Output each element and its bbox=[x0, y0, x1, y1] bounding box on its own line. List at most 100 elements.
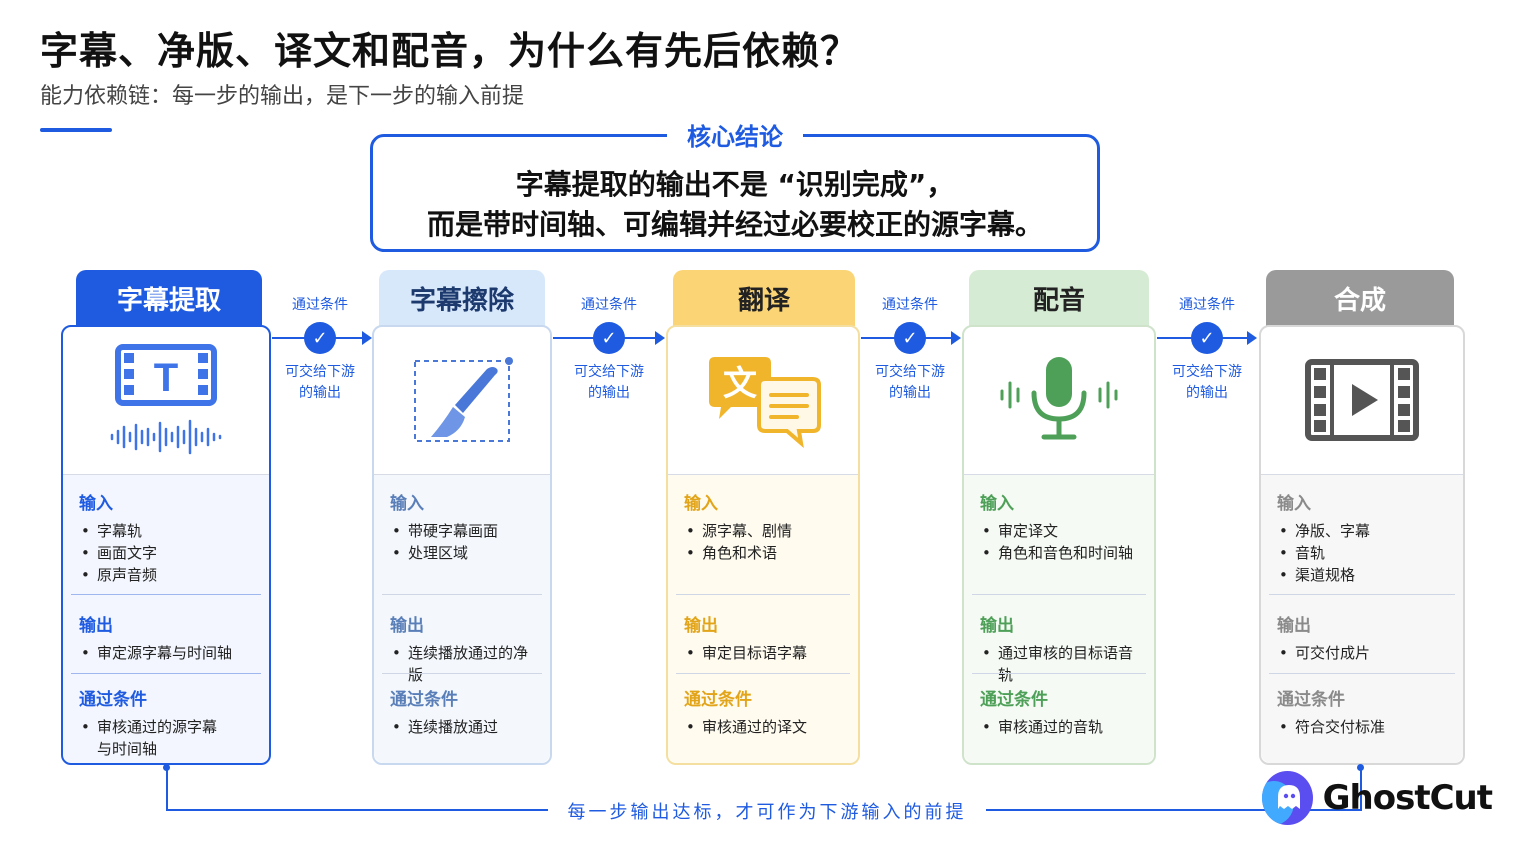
pass-label: 通过条件 bbox=[1277, 690, 1345, 710]
divider bbox=[972, 673, 1146, 674]
loop-line bbox=[166, 809, 548, 811]
list-item: 处理区域 bbox=[390, 542, 542, 564]
core-conclusion-line-1: 字幕提取的输出不是 “识别完成”， bbox=[515, 168, 955, 201]
output-section: 输出 连续播放通过的净版 bbox=[390, 611, 542, 686]
divider bbox=[676, 673, 850, 674]
connector-condition-label: 通过条件 bbox=[292, 297, 348, 313]
divider bbox=[676, 594, 850, 595]
connector-2: 通过条件 ✓ 可交给下游的输出 bbox=[559, 290, 659, 410]
translate-chat-icon: 文 bbox=[668, 327, 858, 475]
list-item: 净版、字幕 bbox=[1277, 520, 1455, 542]
connector-condition-label: 通过条件 bbox=[1179, 297, 1235, 313]
divider bbox=[1269, 673, 1455, 674]
list-item: 角色和术语 bbox=[684, 542, 850, 564]
connector-output-label: 可交给下游的输出 bbox=[559, 362, 659, 404]
pass-label: 通过条件 bbox=[79, 690, 147, 710]
arrow-head-icon bbox=[951, 331, 961, 345]
input-label: 输入 bbox=[79, 494, 113, 514]
core-conclusion-line-2: 而是带时间轴、可编辑并经过必要校正的源字幕。 bbox=[426, 208, 1043, 241]
list-item: 符合交付标准 bbox=[1277, 716, 1455, 738]
core-conclusion-box: 核心结论 字幕提取的输出不是 “识别完成”， 而是带时间轴、可编辑并经过必要校正… bbox=[370, 117, 1100, 252]
list-item: 审核通过的源字幕 bbox=[79, 716, 261, 738]
divider bbox=[972, 594, 1146, 595]
stage-body: 输入 审定译文 角色和音色和时间轴 输出 通过审核的目标语音轨 通过条件 审核通… bbox=[964, 475, 1154, 763]
connector-4: 通过条件 ✓ 可交给下游的输出 bbox=[1157, 290, 1257, 410]
check-icon: ✓ bbox=[1191, 322, 1223, 354]
arrow-head-icon bbox=[655, 331, 665, 345]
stage-header-translate: 翻译 bbox=[673, 270, 855, 326]
list-item: 连续播放通过 bbox=[390, 716, 542, 738]
divider bbox=[71, 673, 261, 674]
list-item: 审定目标语字幕 bbox=[684, 642, 850, 664]
list-item: 审定源字幕与时间轴 bbox=[79, 642, 261, 664]
list-item: 连续播放通过的净版 bbox=[390, 642, 542, 686]
input-section: 输入 净版、字幕 音轨 渠道规格 bbox=[1277, 489, 1455, 586]
output-section: 输出 审定源字幕与时间轴 bbox=[79, 611, 261, 664]
connector-output-line-2: 的输出 bbox=[1186, 385, 1228, 401]
output-label: 输出 bbox=[1277, 616, 1311, 636]
connector-condition-label: 通过条件 bbox=[581, 297, 637, 313]
brush-erase-icon bbox=[374, 327, 550, 475]
output-section: 输出 可交付成片 bbox=[1277, 611, 1455, 664]
list-item: 渠道规格 bbox=[1277, 564, 1455, 586]
input-label: 输入 bbox=[390, 494, 424, 514]
list-item: 审核通过的译文 bbox=[684, 716, 850, 738]
brand-name: GhostCut bbox=[1322, 778, 1493, 818]
output-label: 输出 bbox=[79, 616, 113, 636]
stage-card-subtitle-erase: 输入 带硬字幕画面 处理区域 输出 连续播放通过的净版 通过条件 连续播放通过 bbox=[372, 325, 552, 765]
divider bbox=[382, 673, 542, 674]
connector-output-line-1: 可交给下游 bbox=[574, 364, 644, 380]
output-label: 输出 bbox=[684, 616, 718, 636]
check-icon: ✓ bbox=[304, 322, 336, 354]
input-section: 输入 带硬字幕画面 处理区域 bbox=[390, 489, 542, 564]
pass-section: 通过条件 审核通过的译文 bbox=[684, 685, 850, 738]
loop-text: 每一步输出达标，才可作为下游输入的前提 bbox=[567, 802, 967, 823]
page-subtitle: 能力依赖链：每一步的输出，是下一步的输入前提 bbox=[40, 84, 525, 109]
connector-output-line-2: 的输出 bbox=[299, 385, 341, 401]
loop-line bbox=[1360, 767, 1362, 811]
stage-body: 输入 源字幕、剧情 角色和术语 输出 审定目标语字幕 通过条件 审核通过的译文 bbox=[668, 475, 858, 763]
loop-line bbox=[166, 767, 168, 811]
input-label: 输入 bbox=[684, 494, 718, 514]
arrow-head-icon bbox=[1247, 331, 1257, 345]
stage-header-dubbing: 配音 bbox=[969, 270, 1149, 326]
connector-output-line-2: 的输出 bbox=[588, 385, 630, 401]
loop-dot bbox=[1357, 764, 1364, 771]
list-item: 带硬字幕画面 bbox=[390, 520, 542, 542]
connector-condition-label: 通过条件 bbox=[882, 297, 938, 313]
output-label: 输出 bbox=[390, 616, 424, 636]
stage-card-dubbing: 输入 审定译文 角色和音色和时间轴 输出 通过审核的目标语音轨 通过条件 审核通… bbox=[962, 325, 1156, 765]
input-section: 输入 审定译文 角色和音色和时间轴 bbox=[980, 489, 1146, 564]
stage-body: 输入 带硬字幕画面 处理区域 输出 连续播放通过的净版 通过条件 连续播放通过 bbox=[374, 475, 550, 763]
brand-logo: GhostCut bbox=[1262, 768, 1493, 828]
connector-output-label: 可交给下游的输出 bbox=[270, 362, 370, 404]
pass-label: 通过条件 bbox=[390, 690, 458, 710]
pass-section: 通过条件 连续播放通过 bbox=[390, 685, 542, 738]
stage-header-subtitle-erase: 字幕擦除 bbox=[379, 270, 545, 326]
pass-label: 通过条件 bbox=[980, 690, 1048, 710]
list-item: 音轨 bbox=[1277, 542, 1455, 564]
connector-output-line-1: 可交给下游 bbox=[1172, 364, 1242, 380]
connector-output-label: 可交给下游的输出 bbox=[860, 362, 960, 404]
divider bbox=[382, 594, 542, 595]
page-title: 字幕、净版、译文和配音，为什么有先后依赖？ bbox=[40, 29, 860, 73]
ghost-logo-icon bbox=[1262, 771, 1313, 825]
input-label: 输入 bbox=[980, 494, 1014, 514]
stage-card-compose: 输入 净版、字幕 音轨 渠道规格 输出 可交付成片 通过条件 符合交付标准 bbox=[1259, 325, 1465, 765]
list-item: 可交付成片 bbox=[1277, 642, 1455, 664]
list-item: 字幕轨 bbox=[79, 520, 261, 542]
pass-label: 通过条件 bbox=[684, 690, 752, 710]
pass-section: 通过条件 审核通过的源字幕 与时间轴 bbox=[79, 685, 261, 760]
arrow-head-icon bbox=[362, 331, 372, 345]
stage-body: 输入 字幕轨 画面文字 原声音频 输出 审定源字幕与时间轴 通过条件 审核通过的… bbox=[63, 475, 269, 763]
check-icon: ✓ bbox=[593, 322, 625, 354]
list-item: 审定译文 bbox=[980, 520, 1146, 542]
check-icon: ✓ bbox=[894, 322, 926, 354]
list-item: 角色和音色和时间轴 bbox=[980, 542, 1146, 564]
core-conclusion-label: 核心结论 bbox=[667, 117, 803, 152]
svg-text:T: T bbox=[154, 356, 178, 400]
connector-1: 通过条件 ✓ 可交给下游的输出 bbox=[270, 290, 370, 410]
list-item-continuation: 与时间轴 bbox=[97, 740, 158, 758]
input-section: 输入 源字幕、剧情 角色和术语 bbox=[684, 489, 850, 564]
output-section: 输出 通过审核的目标语音轨 bbox=[980, 611, 1146, 686]
